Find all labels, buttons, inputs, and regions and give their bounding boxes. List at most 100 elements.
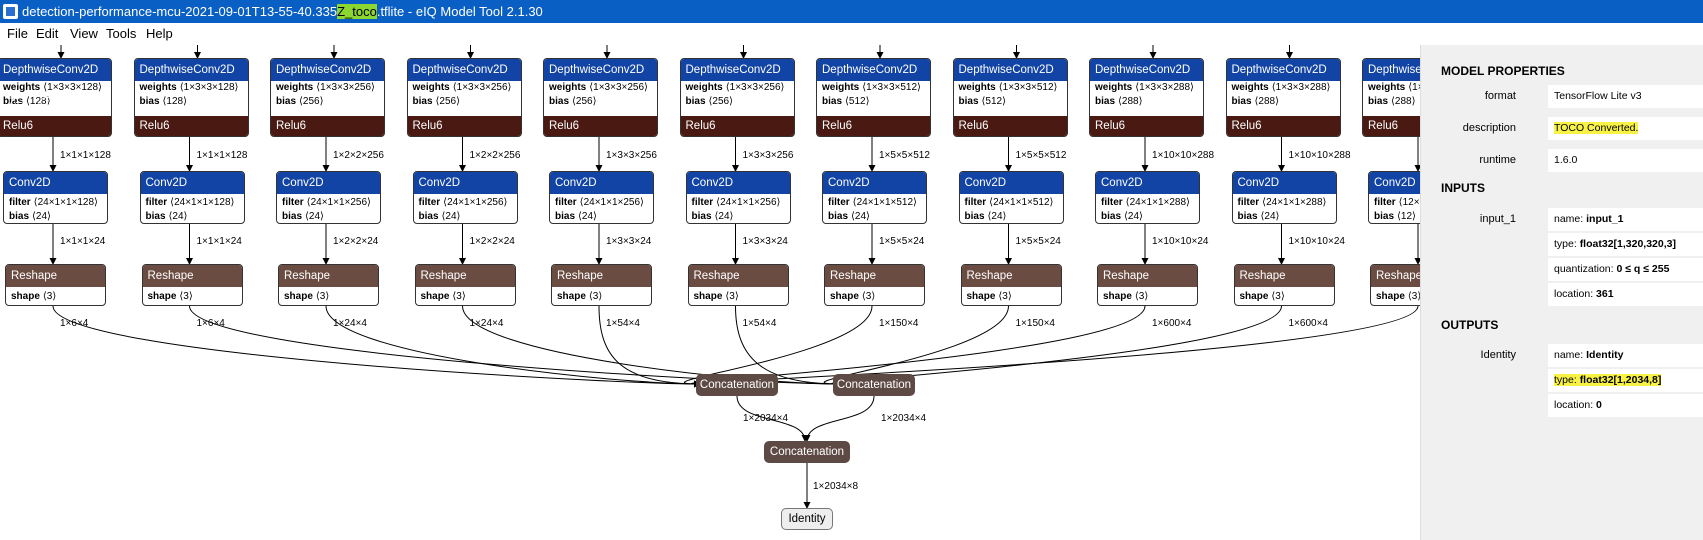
attr-value: ⟨24⟩ <box>305 211 324 222</box>
attr-value: ⟨24⟩ <box>578 211 597 222</box>
node-title: Conv2D <box>277 172 380 194</box>
identity-output-node[interactable]: Identity <box>781 508 833 530</box>
attr-name: filter <box>1374 197 1396 208</box>
node-title: Conv2D <box>550 172 653 194</box>
concatenation-node-left[interactable]: Concatenation <box>696 374 778 396</box>
attr-value: ⟨24×1×1×288⟩ <box>1125 197 1190 208</box>
zoom-in-icon[interactable]: + <box>38 97 56 115</box>
activation-label: Relu6 <box>271 116 384 136</box>
edge-label: 1×1×1×24 <box>196 236 242 247</box>
node-title: DepthwiseConv2D <box>134 59 248 81</box>
attr-value: ⟨12×1×1×288⟩ <box>1398 197 1420 208</box>
graph-edge <box>598 305 701 388</box>
node-attr-bias: bias⟨128⟩ <box>135 95 248 109</box>
title-bar: detection-performance-mcu-2021-09-01T13-… <box>0 0 1703 23</box>
menu-help[interactable]: Help <box>146 26 173 41</box>
attr-value: ⟨3⟩ <box>315 291 330 302</box>
menu-view[interactable]: View <box>70 26 98 41</box>
concatenation-node-right[interactable]: Concatenation <box>833 374 915 396</box>
node-attr-shape: shape⟨3⟩ <box>552 290 651 304</box>
zoom-out-icon[interactable]: − <box>66 97 84 115</box>
concatenation-node-final[interactable]: Concatenation <box>764 441 850 463</box>
depthwise-conv2d-node[interactable]: DepthwiseConv2Dweights⟨1×3×3×288⟩bias⟨28… <box>1362 58 1420 137</box>
title-prefix: detection-performance-mcu-2021-09-01T13-… <box>22 4 338 19</box>
attr-value: ⟨24⟩ <box>1260 211 1280 222</box>
menu-tools[interactable]: Tools <box>106 26 137 41</box>
menu-icon[interactable]: ≡ <box>10 97 28 115</box>
attr-value: ⟨288⟩ <box>1118 96 1143 107</box>
node-attr-shape: shape⟨3⟩ <box>962 290 1061 304</box>
node-attr-shape: shape⟨3⟩ <box>825 290 924 304</box>
node-title: Reshape <box>961 265 1061 287</box>
attr-name: shape <box>284 291 313 302</box>
edge-label: 1×24×4 <box>469 318 504 329</box>
input-name-field: name: input_1 <box>1548 208 1703 231</box>
activation-label: Relu6 <box>407 116 521 136</box>
menu-edit[interactable]: Edit <box>36 26 59 41</box>
output-label: Identity <box>1480 349 1516 361</box>
input-name-key: name: <box>1554 213 1584 225</box>
edge-label: 1×10×10×24 <box>1288 236 1345 247</box>
attr-name: bias <box>828 211 849 222</box>
node-attr-bias: bias⟨24⟩ <box>1096 210 1199 223</box>
attr-value: ⟨3⟩ <box>42 291 57 302</box>
edge-label: 1×600×4 <box>1152 318 1192 329</box>
attr-name: bias <box>1101 211 1122 222</box>
node-title: DepthwiseConv2D <box>0 59 111 81</box>
runtime-value: 1.6.0 <box>1554 154 1578 166</box>
attr-name: shape <box>420 291 450 302</box>
menu-file[interactable]: File <box>7 26 28 41</box>
activation-label: Relu6 <box>1090 116 1203 136</box>
reshape-node[interactable]: Reshape shape⟨3⟩ <box>960 264 1062 306</box>
node-attr-shape: shape⟨3⟩ <box>6 290 105 304</box>
node-title: Conv2D <box>4 172 107 194</box>
node-title: Reshape <box>6 265 105 287</box>
activation-label: Relu6 <box>817 116 930 136</box>
node-attr-bias: bias⟨24⟩ <box>277 210 380 223</box>
attr-value: ⟨1×3×3×512⟩ <box>862 82 921 93</box>
output-type-field: type: float32[1,2034,8] <box>1548 369 1703 392</box>
reshape-node[interactable]: Reshape shape⟨3⟩ <box>5 264 106 306</box>
attr-name: bias <box>555 211 576 222</box>
attr-name: weights <box>3 82 41 93</box>
node-title: Conv2D <box>959 172 1063 194</box>
title-suffix: .tflite - eIQ Model Tool 2.1.30 <box>376 4 543 19</box>
node-title: Conv2D <box>413 172 517 194</box>
attr-value: ⟨24×1×1×288⟩ <box>1262 197 1327 208</box>
attr-name: bias <box>282 211 303 222</box>
attr-value: ⟨1×3×3×288⟩ <box>1408 82 1420 93</box>
node-attr-bias: bias⟨288⟩ <box>1227 95 1340 109</box>
prop-value-runtime: 1.6.0 <box>1548 149 1703 172</box>
